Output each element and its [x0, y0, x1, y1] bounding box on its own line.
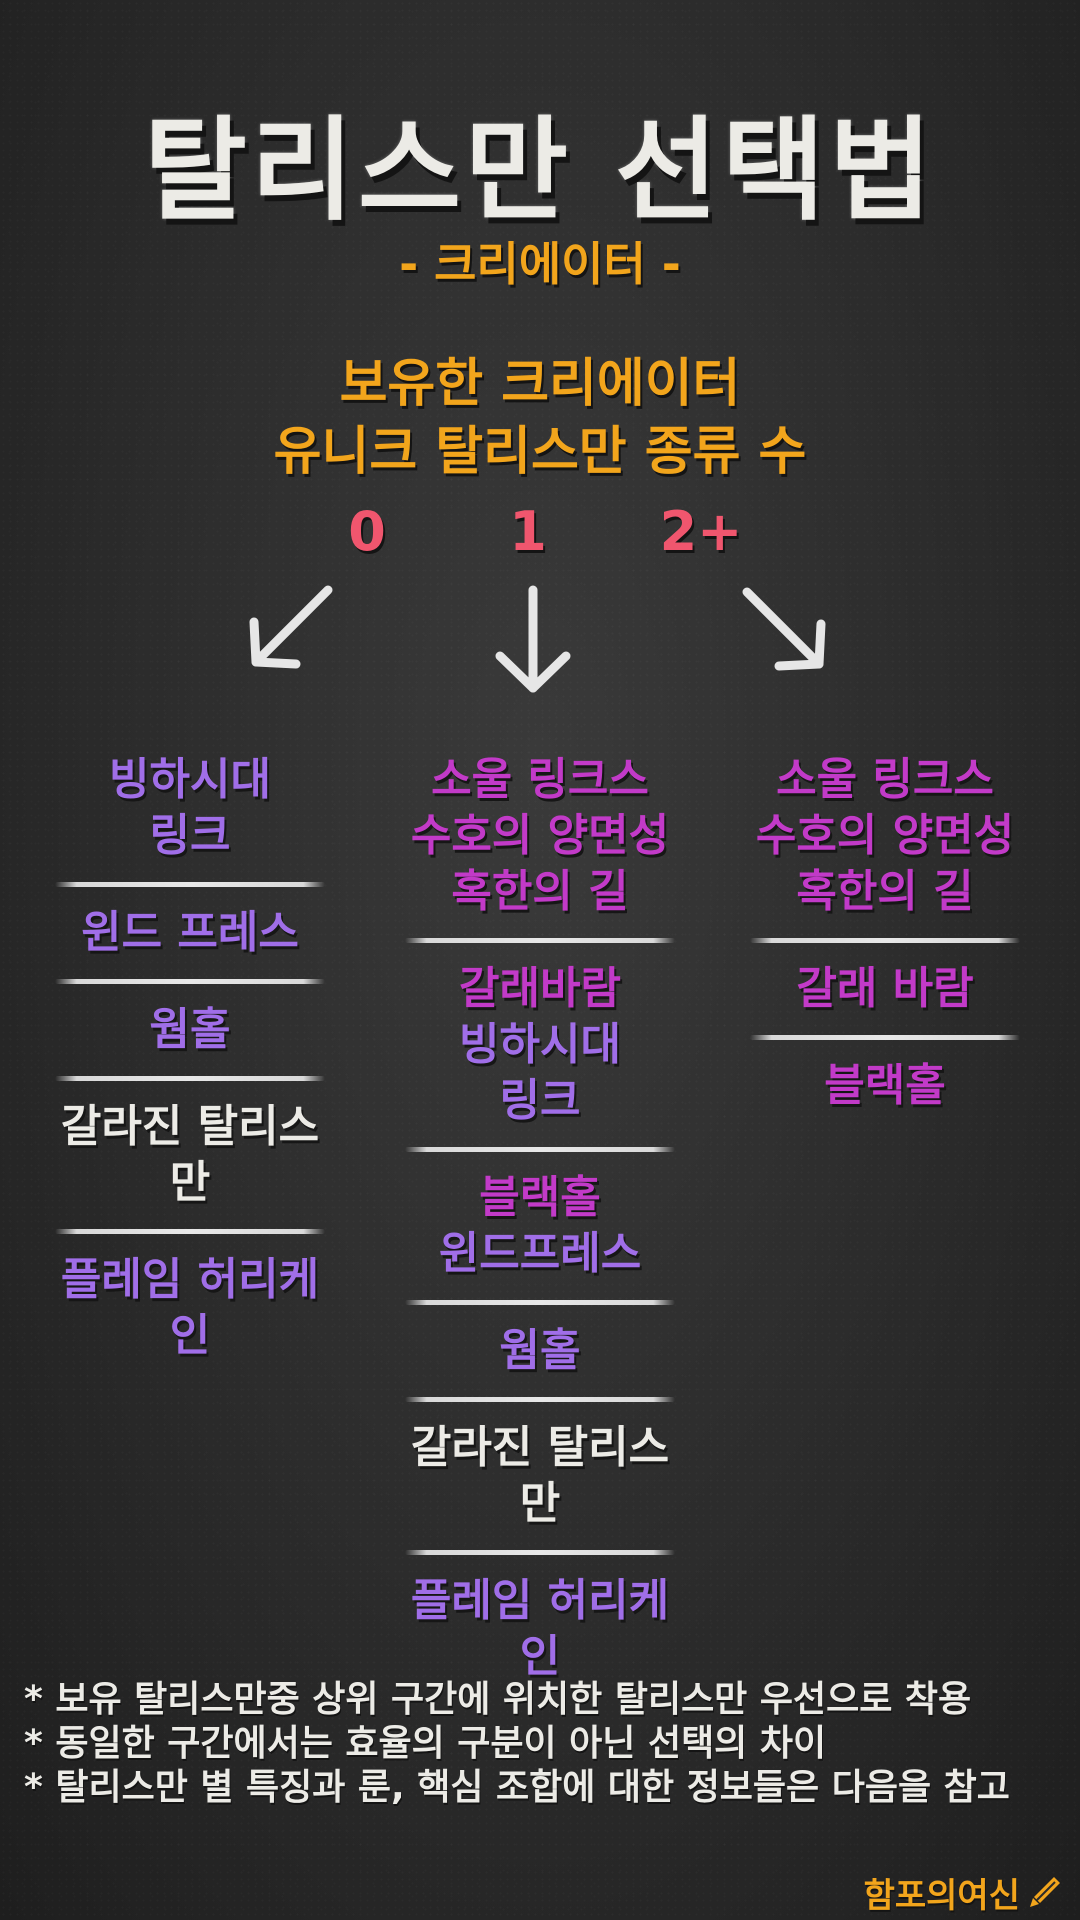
talisman-name: 블랙홀 — [479, 1172, 601, 1223]
footnote: * 보유 탈리스만중 상위 구간에 위치한 탈리스만 우선으로 착용 — [24, 1679, 972, 1720]
pen-icon — [1030, 1877, 1060, 1907]
talisman-name: 갈라진 탈리스만 — [410, 1422, 670, 1529]
talisman-name: 혹한의 길 — [451, 866, 629, 917]
tier-group: 블랙홀 윈드프레스 — [395, 1170, 685, 1282]
tier-group: 플레임 허리케인 — [395, 1573, 685, 1685]
footnote: * 탈리스만 별 특징과 룬, 핵심 조합에 대한 정보들은 다음을 참고 — [24, 1767, 1010, 1808]
tier-divider — [55, 979, 325, 984]
tier-group: 갈래바람 빙하시대 링크 — [395, 961, 685, 1129]
question-line-2: 유니크 탈리스만 종류 수 — [273, 422, 807, 482]
tier-divider — [405, 1147, 675, 1152]
page-subtitle: - 크리에이터 - — [399, 237, 681, 291]
talisman-name: 소울 링크스 — [776, 754, 994, 805]
tier-group: 빙하시대 링크 — [45, 752, 335, 864]
column-count-two-plus: 소울 링크스 수호의 양면성 혹한의 길 갈래 바람 블랙홀 — [740, 752, 1030, 1114]
talisman-name: 빙하시대 — [459, 1019, 621, 1070]
tier-group: 블랙홀 — [740, 1058, 1030, 1114]
tier-group: 웜홀 — [45, 1002, 335, 1058]
column-count-one: 소울 링크스 수호의 양면성 혹한의 길 갈래바람 빙하시대 링크 블랙홀 윈드… — [395, 752, 685, 1685]
talisman-name: 혹한의 길 — [796, 866, 974, 917]
tier-group: 갈라진 탈리스만 — [395, 1420, 685, 1532]
talisman-name: 윈드프레스 — [438, 1228, 642, 1279]
tier-group: 윈드 프레스 — [45, 905, 335, 961]
tier-divider — [405, 938, 675, 943]
talisman-name: 웜홀 — [149, 1004, 231, 1055]
arrow-down-right-icon — [742, 587, 826, 671]
column-count-zero: 빙하시대 링크 윈드 프레스 웜홀 갈라진 탈리스만 플레임 허리케인 — [45, 752, 335, 1364]
talisman-name: 블랙홀 — [824, 1060, 946, 1111]
talisman-name: 수호의 양면성 — [755, 810, 1015, 861]
talisman-name: 갈래 바람 — [796, 963, 974, 1014]
tier-group: 소울 링크스 수호의 양면성 혹한의 길 — [740, 752, 1030, 920]
talisman-name: 링크 — [499, 1075, 581, 1126]
talisman-name: 빙하시대 — [109, 754, 271, 805]
count-two-plus: 2+ — [659, 500, 743, 563]
talisman-name: 링크 — [149, 810, 231, 861]
talisman-name: 플레임 허리케인 — [410, 1575, 670, 1682]
tier-divider — [55, 882, 325, 887]
question: 보유한 크리에이터 유니크 탈리스만 종류 수 — [0, 350, 1080, 486]
talisman-name: 갈라진 탈리스만 — [60, 1101, 320, 1208]
question-line-1: 보유한 크리에이터 — [339, 354, 741, 414]
tier-divider — [55, 1229, 325, 1234]
footnotes: * 보유 탈리스만중 상위 구간에 위치한 탈리스만 우선으로 착용 * 동일한… — [24, 1678, 1064, 1810]
talisman-name: 플레임 허리케인 — [60, 1254, 320, 1361]
signature-text: 함포의여신 — [863, 1875, 1020, 1916]
tier-group: 소울 링크스 수호의 양면성 혹한의 길 — [395, 752, 685, 920]
tier-divider — [750, 938, 1020, 943]
tier-group: 갈래 바람 — [740, 961, 1030, 1017]
count-zero: 0 — [348, 500, 386, 563]
talisman-name: 갈래바람 — [459, 963, 621, 1014]
talisman-name: 소울 링크스 — [431, 754, 649, 805]
tier-group: 웜홀 — [395, 1323, 685, 1379]
footnote: * 동일한 구간에서는 효율의 구분이 아닌 선택의 차이 — [24, 1723, 827, 1764]
signature: 함포의여신 — [863, 1870, 1062, 1916]
tier-divider — [405, 1300, 675, 1305]
talisman-name: 웜홀 — [499, 1325, 581, 1376]
tier-divider — [405, 1397, 675, 1402]
talisman-name: 윈드 프레스 — [81, 907, 299, 958]
tier-divider — [750, 1035, 1020, 1040]
page-title: 탈리스만 선택법 — [143, 106, 937, 236]
tier-divider — [55, 1076, 325, 1081]
arrow-down-icon — [495, 585, 571, 693]
count-one: 1 — [509, 500, 547, 563]
tier-group: 플레임 허리케인 — [45, 1252, 335, 1364]
tier-group: 갈라진 탈리스만 — [45, 1099, 335, 1211]
tier-divider — [405, 1550, 675, 1555]
talisman-name: 수호의 양면성 — [410, 810, 670, 861]
arrow-down-left-icon — [249, 585, 333, 669]
